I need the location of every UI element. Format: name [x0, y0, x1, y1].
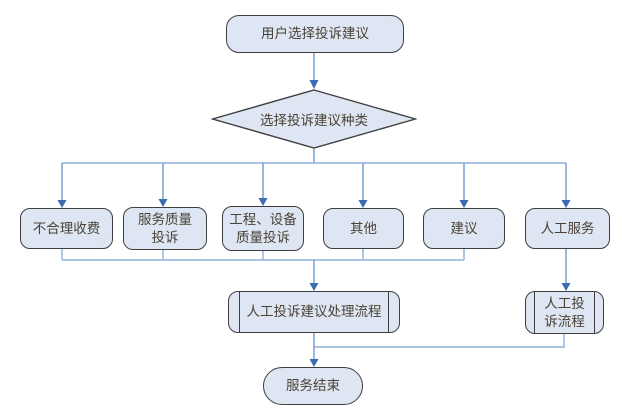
predefined-side-bar	[534, 292, 536, 333]
node-start: 用户选择投诉建议	[226, 15, 404, 53]
node-manual-handle-process-label: 人工投诉建议处理流程	[246, 304, 382, 319]
node-other-label: 其他	[350, 220, 377, 236]
node-suggestion: 建议	[423, 208, 505, 249]
node-other: 其他	[323, 208, 404, 249]
node-manual-handle-process: 人工投诉建议处理流程	[228, 291, 400, 333]
predefined-side-bar	[593, 292, 595, 333]
node-decision-label: 选择投诉建议种类	[260, 113, 368, 128]
node-start-label: 用户选择投诉建议	[261, 26, 369, 41]
decision-diamond-shape	[211, 89, 417, 149]
node-decision: 选择投诉建议种类	[211, 89, 417, 149]
node-unreasonable-fees-label: 不合理收费	[32, 220, 101, 236]
node-manual-service-label: 人工服务	[540, 220, 595, 236]
node-unreasonable-fees: 不合理收费	[20, 208, 113, 249]
node-manual-complaint-flow-label: 人工投诉流程	[544, 295, 585, 329]
predefined-side-bar	[387, 292, 389, 332]
node-suggestion-label: 建议	[450, 220, 478, 236]
node-end-label: 服务结束	[286, 378, 340, 393]
node-engineering-equipment-label: 工程、设备质量投诉	[229, 211, 297, 245]
node-service-quality-label: 服务质量投诉	[138, 211, 192, 245]
node-manual-service: 人工服务	[525, 208, 610, 249]
node-service-quality: 服务质量投诉	[123, 207, 207, 250]
node-manual-complaint-flow: 人工投诉流程	[525, 291, 604, 334]
predefined-side-bar	[239, 292, 241, 332]
node-engineering-equipment: 工程、设备质量投诉	[222, 206, 304, 251]
node-end: 服务结束	[263, 367, 363, 405]
